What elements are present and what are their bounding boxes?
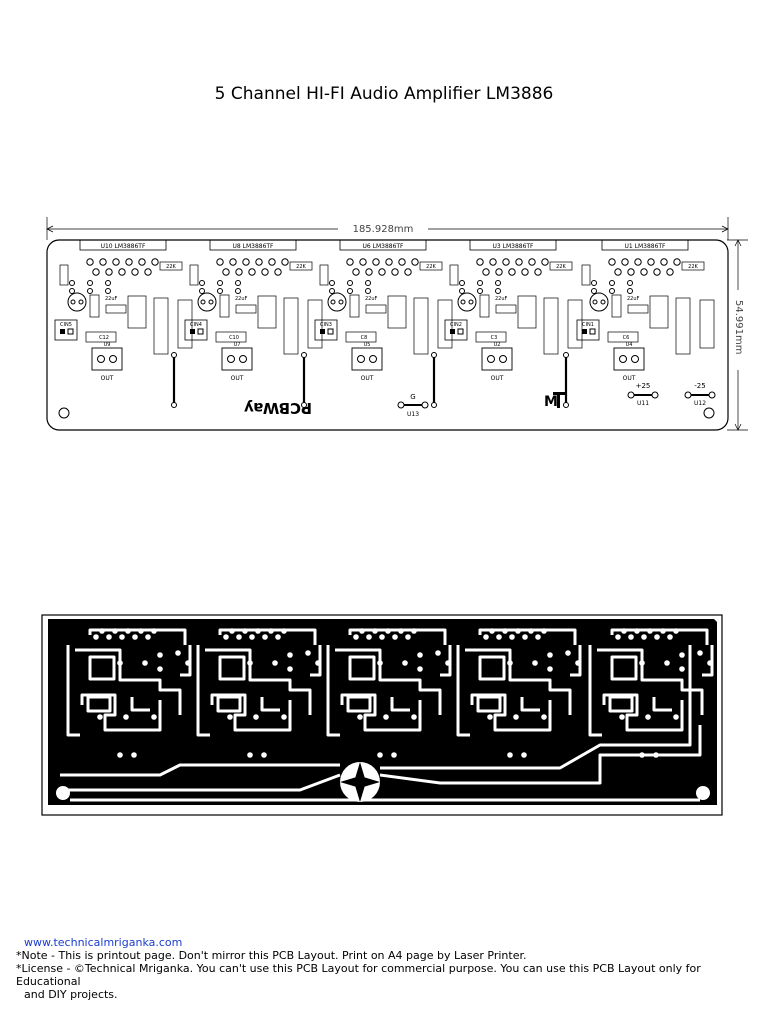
brand-label: PCBWay — [244, 399, 312, 417]
out-label: OUT — [101, 375, 114, 382]
cap-label: C10 — [229, 335, 239, 341]
u13-label: U13 — [407, 411, 419, 418]
page-title: 5 Channel HI-FI Audio Amplifier LM3886 — [214, 84, 554, 104]
cap-label: C12 — [99, 335, 109, 341]
power-connector-gnd — [397, 401, 429, 409]
mounting-hole — [58, 407, 70, 419]
copper-channel — [66, 628, 192, 737]
ic-label: U8 LM3886TF — [232, 243, 274, 250]
ic-label: U10 LM3886TF — [101, 243, 146, 250]
out-label: OUT — [623, 375, 636, 382]
mounting-hole — [703, 407, 715, 419]
website-link[interactable]: www.technicalmriganka.com — [24, 936, 183, 949]
license-text: *License - ©Technical Mriganka. You can'… — [16, 962, 701, 988]
height-label: 54.991mm — [733, 300, 744, 354]
cin-label: CIN1 — [582, 322, 594, 328]
mounting-hole — [696, 786, 710, 800]
cap-label: C3 — [491, 335, 498, 341]
ic-label: U6 LM3886TF — [362, 243, 404, 250]
power-connector-plus — [627, 391, 659, 399]
copper-channel — [196, 628, 322, 737]
out-label: OUT — [361, 375, 374, 382]
plus-label: +25 — [636, 382, 651, 390]
copper-channel — [456, 628, 582, 737]
cap-label: C8 — [361, 335, 368, 341]
footer: www.technicalmriganka.com *Note - This i… — [16, 936, 761, 1001]
silkscreen-layout: 185.928mm 54.991mm U10 LM3886TF 22K 22uF CI… — [46, 217, 748, 431]
u11-label: U11 — [637, 400, 649, 407]
ic-label: U3 LM3886TF — [492, 243, 534, 250]
unit-label: U9 — [104, 342, 111, 348]
svg-text:22uF: 22uF — [627, 296, 640, 302]
svg-text:22uF: 22uF — [235, 296, 248, 302]
cin-label: CIN2 — [450, 322, 462, 328]
out-label: OUT — [491, 375, 504, 382]
cin-label: CIN3 — [320, 322, 332, 328]
mounting-hole — [56, 786, 70, 800]
resistor-label: 22K — [426, 264, 436, 270]
cin-label: CIN5 — [60, 322, 72, 328]
out-label: OUT — [231, 375, 244, 382]
u12-label: U12 — [694, 400, 706, 407]
ic-label: U1 LM3886TF — [624, 243, 666, 250]
power-connector-minus — [684, 391, 716, 399]
resistor-label: 22K — [688, 264, 698, 270]
svg-text:22uF: 22uF — [495, 296, 508, 302]
minus-label: -25 — [694, 382, 705, 390]
resistor-label: 22K — [166, 264, 176, 270]
resistor-label: 22K — [556, 264, 566, 270]
copper-channel — [326, 628, 452, 737]
unit-label: U7 — [234, 342, 241, 348]
svg-text:M: M — [544, 394, 558, 410]
note-text: *Note - This is printout page. Don't mir… — [16, 949, 527, 962]
cap-label: C6 — [623, 335, 630, 341]
cin-label: CIN4 — [190, 322, 202, 328]
logo-mt: M — [544, 392, 565, 410]
resistor-label: 22K — [296, 264, 306, 270]
unit-label: U5 — [364, 342, 371, 348]
svg-text:22uF: 22uF — [365, 296, 378, 302]
unit-label: U2 — [494, 342, 501, 348]
copper-layout — [41, 614, 723, 816]
copper-pour — [48, 619, 717, 805]
unit-label: U4 — [626, 342, 633, 348]
svg-text:22uF: 22uF — [105, 296, 118, 302]
gnd-label: G — [410, 393, 415, 401]
width-label: 185.928mm — [353, 224, 414, 235]
copper-channel — [588, 628, 714, 737]
license-text-cont: and DIY projects. — [24, 988, 118, 1001]
